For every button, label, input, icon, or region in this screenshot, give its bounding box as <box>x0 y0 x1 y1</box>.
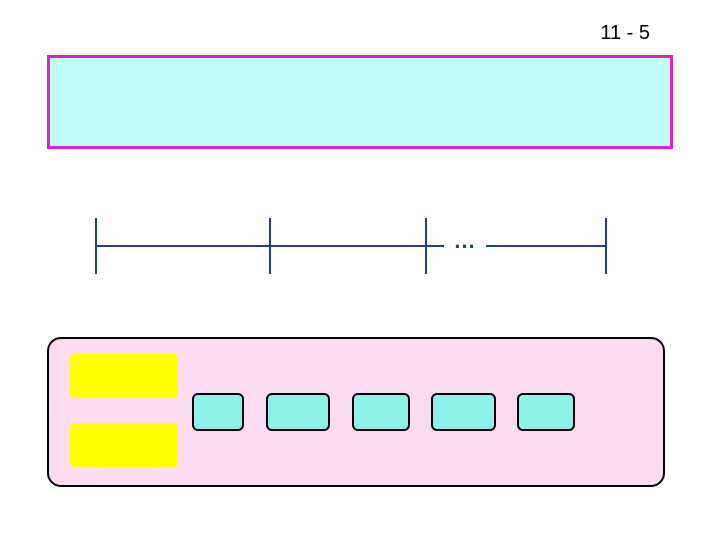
title-box <box>47 55 673 149</box>
cell-2 <box>266 393 330 431</box>
cell-5 <box>517 393 575 431</box>
slide-number: 11 - 5 <box>600 22 650 44</box>
yellow-block-top <box>70 354 178 398</box>
yellow-block-bottom <box>70 423 178 467</box>
cell-1 <box>192 393 244 431</box>
timeline-ellipsis: ... <box>454 228 476 253</box>
cell-3 <box>352 393 410 431</box>
cell-4 <box>431 393 496 431</box>
